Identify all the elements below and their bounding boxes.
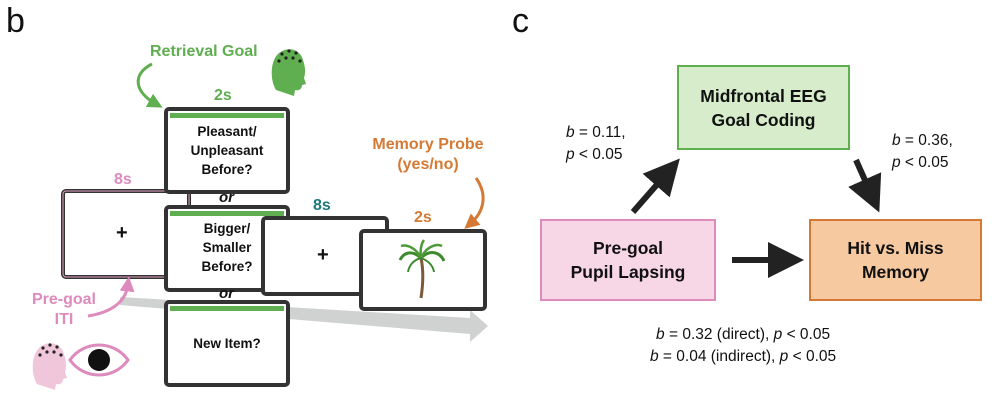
- panel-c-letter: c: [512, 2, 529, 40]
- path-b-stat: b = 0.36, p < 0.05: [892, 132, 953, 171]
- goal-duration: 2s: [214, 87, 232, 104]
- iti-duration: 8s: [114, 171, 132, 188]
- question-pleasant: Pleasant/ Unpleasant Before?: [190, 124, 264, 177]
- question-screen-2: [164, 205, 290, 292]
- pregoal-iti-label: Pre-goal ITI: [31, 291, 96, 328]
- node-eeg-box: [677, 65, 850, 150]
- retrieval-goal-arrow: [136, 62, 163, 108]
- probe-duration: 2s: [414, 209, 432, 226]
- or-label-2: or: [219, 285, 234, 302]
- question-bigger: Bigger/ Smaller Before?: [201, 221, 253, 274]
- node-memory-box: [809, 219, 982, 301]
- question-screen-1: [164, 107, 290, 194]
- eeg-head-icon: [271, 49, 306, 96]
- path-a-stat: b = 0.11, p < 0.05: [566, 124, 626, 163]
- question-screen-3: [164, 300, 290, 387]
- memory-probe-arrow: [464, 177, 485, 229]
- node-eeg-label: Midfrontal EEG Goal Coding: [700, 85, 827, 130]
- memory-probe-label: Memory Probe (yes/no): [372, 136, 484, 173]
- path-a-arrow: [630, 158, 680, 214]
- node-pupil-label: Pre-goal Pupil Lapsing: [570, 238, 686, 282]
- or-label-1: or: [219, 189, 234, 206]
- pregoal-iti-arrow: [87, 276, 135, 318]
- panel-b-letter: b: [6, 2, 25, 40]
- eeg-head-pink-icon: [32, 343, 67, 390]
- fixation2-duration: 8s: [313, 197, 331, 214]
- retrieval-goal-label: Retrieval Goal: [150, 43, 258, 60]
- palm-tree-icon: [398, 239, 446, 299]
- path-b-arrow: [848, 158, 882, 213]
- node-pupil-box: [540, 219, 716, 301]
- eye-icon: [68, 343, 130, 377]
- path-c-stat: b = 0.32 (direct), p < 0.05 b = 0.04 (in…: [650, 326, 837, 365]
- fixation-cross-2: +: [317, 244, 329, 266]
- node-memory-label: Hit vs. Miss Memory: [847, 238, 944, 282]
- fixation-cross-1: +: [116, 222, 128, 244]
- question-new: New Item?: [193, 336, 261, 351]
